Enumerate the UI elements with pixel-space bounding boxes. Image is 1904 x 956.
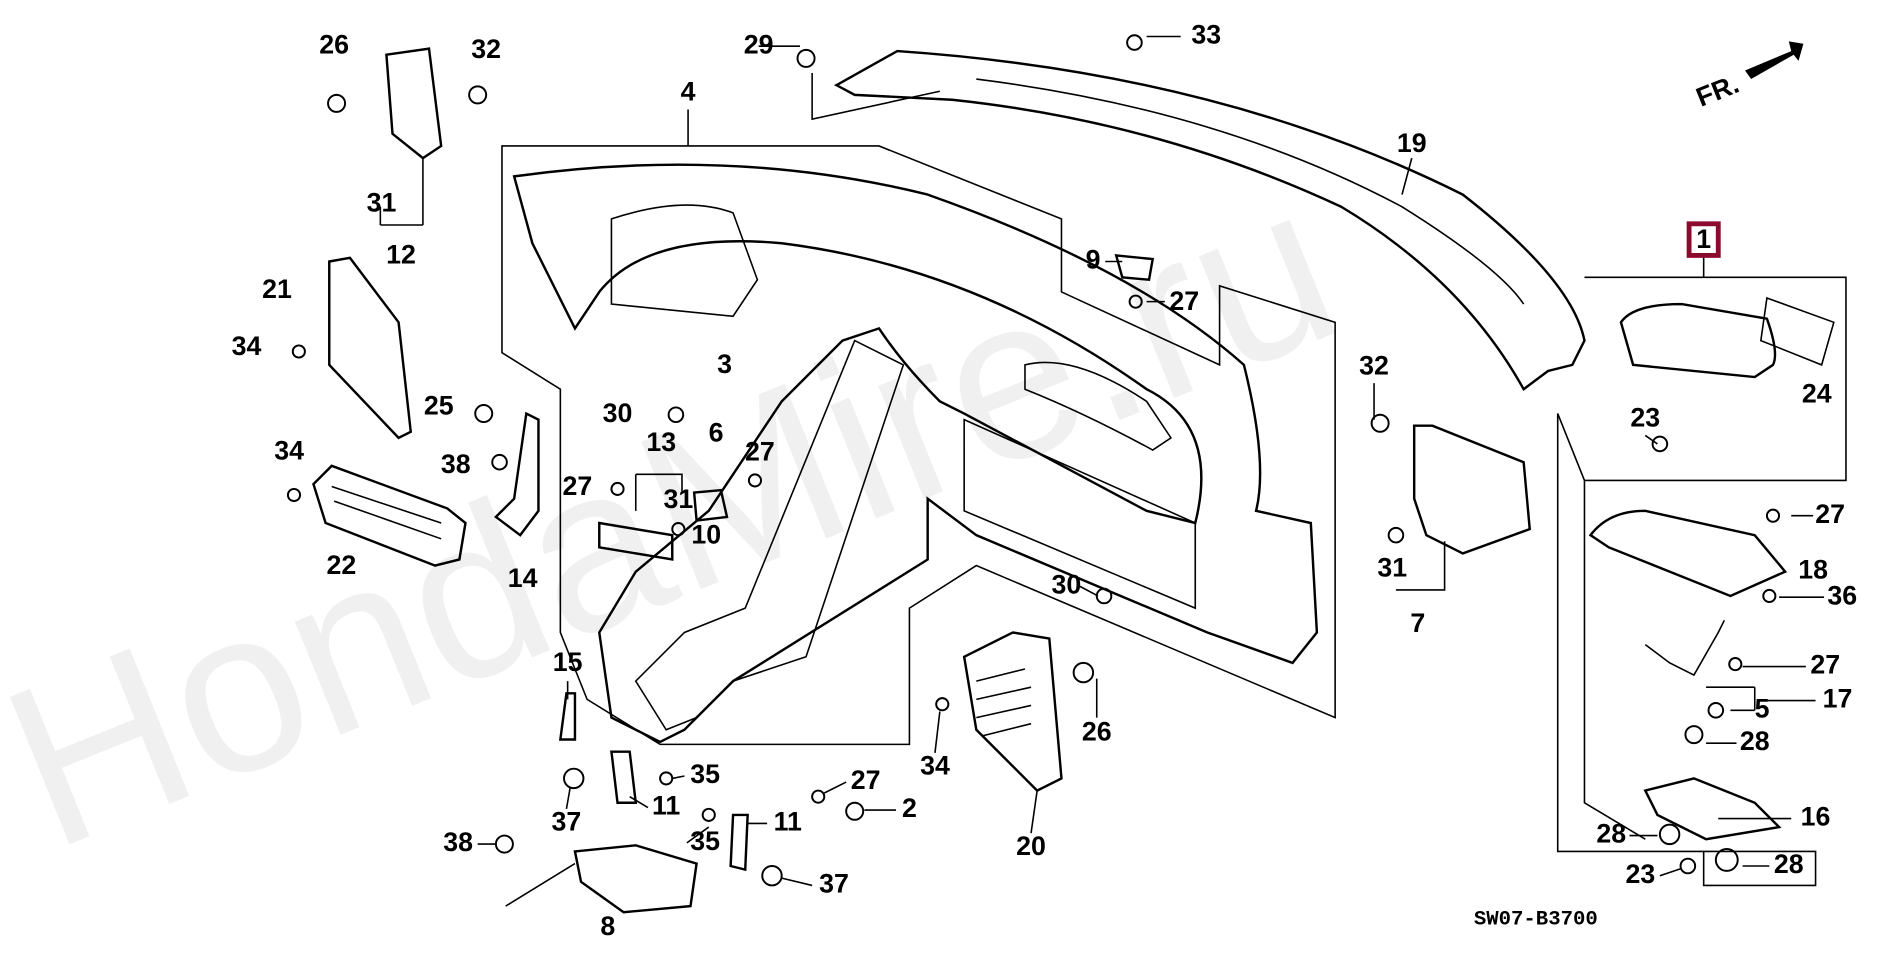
callout-6[interactable]: 6	[709, 417, 724, 447]
callout-4[interactable]: 4	[681, 77, 696, 107]
airbag-module-group	[1556, 252, 1847, 853]
callout-35[interactable]: 35	[690, 826, 720, 856]
front-arrow-icon	[1745, 41, 1804, 80]
callout-27[interactable]: 27	[563, 471, 593, 501]
callout-28[interactable]: 28	[1774, 849, 1804, 879]
callout-37[interactable]: 37	[552, 806, 582, 836]
callout-31[interactable]: 31	[367, 187, 397, 217]
callout-38[interactable]: 38	[443, 827, 473, 857]
callout-27[interactable]: 27	[1810, 650, 1840, 680]
callout-labels: 1 2 3 4 5 6 7 8 9 10 11 11 12 13 14 15 1…	[232, 20, 1858, 942]
dashboard-top-rail	[833, 49, 1586, 392]
callout-1[interactable]: 1	[1696, 224, 1711, 254]
callout-23[interactable]: 23	[1626, 859, 1656, 889]
callout-20[interactable]: 20	[1016, 831, 1046, 861]
callout-38[interactable]: 38	[441, 449, 471, 479]
callout-34[interactable]: 34	[274, 436, 304, 466]
callout-16[interactable]: 16	[1801, 802, 1831, 832]
callout-27[interactable]: 27	[745, 437, 775, 467]
callout-11[interactable]: 11	[774, 806, 802, 836]
diagram-code: SW07-B3700	[1474, 908, 1598, 931]
callout-5[interactable]: 5	[1755, 693, 1770, 723]
fasteners	[286, 34, 1781, 887]
callout-17[interactable]: 17	[1823, 684, 1853, 714]
front-direction-label: FR.	[1692, 69, 1743, 113]
dashboard-panel	[501, 145, 1336, 746]
callout-13[interactable]: 13	[646, 427, 676, 457]
callout-37[interactable]: 37	[819, 869, 849, 899]
callout-32[interactable]: 32	[471, 34, 501, 64]
callout-11[interactable]: 11	[652, 791, 680, 821]
callout-18[interactable]: 18	[1798, 555, 1828, 585]
callout-2[interactable]: 2	[902, 793, 917, 823]
callout-12[interactable]: 12	[386, 240, 416, 270]
callout-23[interactable]: 23	[1630, 403, 1660, 433]
front-direction-indicator: FR.	[1692, 41, 1804, 113]
callout-30[interactable]: 30	[603, 398, 633, 428]
callout-33[interactable]: 33	[1191, 20, 1221, 50]
callout-28[interactable]: 28	[1740, 726, 1770, 756]
callout-19[interactable]: 19	[1397, 128, 1427, 158]
callout-9[interactable]: 9	[1086, 245, 1101, 275]
callout-26[interactable]: 26	[319, 29, 349, 59]
callout-24[interactable]: 24	[1802, 378, 1832, 408]
callout-31[interactable]: 31	[1377, 552, 1407, 582]
callout-32[interactable]: 32	[1359, 350, 1389, 380]
callout-34[interactable]: 34	[232, 331, 262, 361]
callout-30[interactable]: 30	[1051, 569, 1081, 599]
callout-26[interactable]: 26	[1082, 716, 1112, 746]
callout-8[interactable]: 8	[600, 911, 615, 941]
callout-36[interactable]: 36	[1827, 580, 1857, 610]
callout-27[interactable]: 27	[1169, 286, 1199, 316]
callout-21[interactable]: 21	[262, 274, 292, 304]
callout-7[interactable]: 7	[1410, 608, 1425, 638]
callout-34[interactable]: 34	[920, 751, 950, 781]
callout-27[interactable]: 27	[1815, 499, 1845, 529]
center-right-parts	[692, 254, 1532, 793]
callout-10[interactable]: 10	[691, 519, 721, 549]
callout-35[interactable]: 35	[690, 759, 720, 789]
callout-28[interactable]: 28	[1596, 819, 1626, 849]
left-parts	[312, 47, 749, 914]
callout-29[interactable]: 29	[744, 29, 774, 59]
callout-15[interactable]: 15	[553, 647, 583, 677]
callout-27[interactable]: 27	[851, 765, 881, 795]
callout-highlight-box	[1686, 221, 1721, 258]
callout-25[interactable]: 25	[424, 391, 454, 421]
callout-22[interactable]: 22	[327, 550, 357, 580]
callout-14[interactable]: 14	[508, 563, 538, 593]
callout-31[interactable]: 31	[663, 484, 693, 514]
leader-lines	[477, 35, 1825, 887]
callout-3[interactable]: 3	[717, 349, 732, 379]
